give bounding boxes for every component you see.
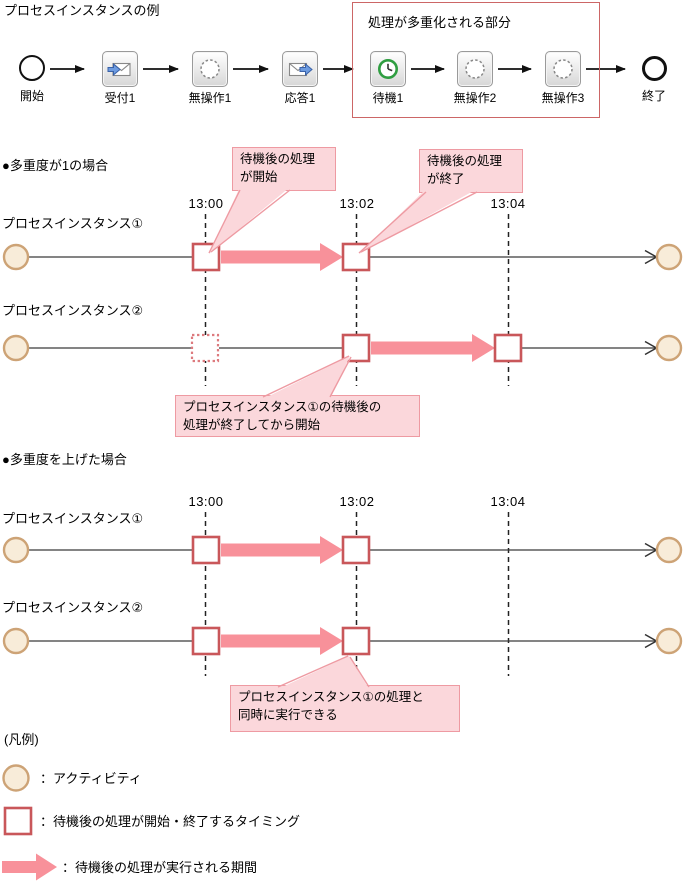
section2-instance1-timeline [2,535,683,565]
activity-circle [2,536,30,564]
timestamp: 13:00 [188,494,224,509]
no-operation-icon [457,51,493,87]
multiplexed-part-box: 処理が多重化される部分 [352,2,600,118]
activity-circle [2,627,30,655]
execution-period-arrow [221,627,343,655]
timing-marker-square [341,626,371,656]
section2-title: ●多重度を上げた場合 [2,452,127,467]
flow-node-reply1: 応答1 [266,51,334,106]
multiplexed-part-label: 処理が多重化される部分 [368,15,512,30]
section1-instance2-label: プロセスインスタンス② [2,303,144,318]
timestamp: 13:02 [339,196,375,211]
execution-period-arrow [221,243,343,271]
timing-marker-square [191,242,221,272]
flow-node-end: 終了 [620,51,688,104]
timestamp: 13:04 [490,196,526,211]
section1-instance1-label: プロセスインスタンス① [2,216,144,231]
timing-marker-square [341,242,371,272]
activity-circle [655,334,683,362]
flow-node-noop2: 無操作2 [441,51,509,106]
skipped-timing-marker-square [190,333,220,363]
section2-instance2-label: プロセスインスタンス② [2,600,144,615]
legend-timing-square [3,806,33,836]
no-operation-icon [545,51,581,87]
legend-title: (凡例) [4,732,39,747]
activity-circle [655,536,683,564]
section1-title: ●多重度が1の場合 [2,158,109,173]
timing-marker-square [341,535,371,565]
legend-item-period: ：待機後の処理が実行される期間 [62,860,258,875]
activity-circle [2,243,30,271]
callout-wait-process-end: 待機後の処理 が終了 [419,149,523,193]
flow-node-noop1: 無操作1 [176,51,244,106]
flow-node-noop3: 無操作3 [529,51,597,106]
section2-instance2-timeline [2,626,683,656]
activity-circle [655,243,683,271]
legend-item-timing: ：待機後の処理が開始・終了するタイミング [40,814,301,829]
timestamp: 13:04 [490,494,526,509]
start-event-icon [19,55,45,81]
legend-execution-arrow [2,853,57,881]
legend-activity-circle [2,764,30,792]
legend-item-activity: ：アクティビティ [40,771,142,786]
legend-shapes [2,764,57,881]
send-mail-icon [282,51,318,87]
section1-instance2-timeline [2,333,683,363]
section1-shapes [2,214,683,386]
no-operation-icon [192,51,228,87]
flow-node-receive1: 受付1 [86,51,154,106]
execution-period-arrow [371,334,495,362]
callout-wait-process-start: 待機後の処理 が開始 [232,147,336,191]
timing-marker-square [493,333,523,363]
receive-mail-icon [102,51,138,87]
section1-time-gridlines [204,214,510,386]
timing-marker-square [341,333,371,363]
timing-marker-square [191,626,221,656]
activity-circle [655,627,683,655]
section1-instance1-timeline [2,242,683,272]
flow-node-start: 開始 [0,51,66,104]
timing-marker-square [191,535,221,565]
timestamp: 13:02 [339,494,375,509]
execution-period-arrow [221,536,343,564]
timestamp: 13:00 [188,196,224,211]
activity-circle [2,334,30,362]
callout-parallel-execution: プロセスインスタンス①の処理と 同時に実行できる [230,685,460,732]
section2-instance1-label: プロセスインスタンス① [2,511,144,526]
wait-clock-icon [370,51,406,87]
page-title: プロセスインスタンスの例 [4,3,160,18]
flow-node-wait1: 待機1 [354,51,422,106]
callout-start-after-instance1: プロセスインスタンス①の待機後の 処理が終了してから開始 [175,395,420,437]
section2-shapes [2,512,683,676]
end-event-icon [641,55,667,81]
